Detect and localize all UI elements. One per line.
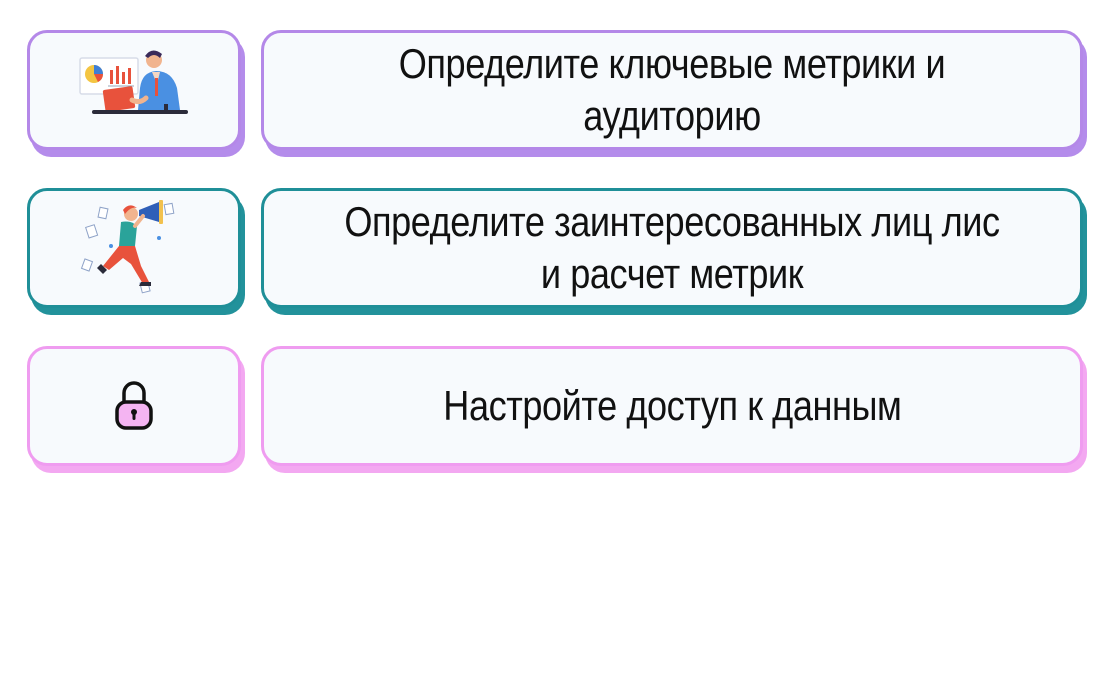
step-icon-card: [27, 346, 241, 466]
step-text-card: Определите ключевые метрики и аудиторию: [261, 30, 1083, 150]
step-text: Определите ключевые метрики и аудиторию: [398, 40, 946, 139]
step-text: Определите заинтересованных лиц лис и ра…: [344, 198, 1000, 297]
step-text-card: Настройте доступ к данным: [261, 346, 1083, 466]
person-with-megaphone-illustration-icon: [80, 200, 175, 294]
padlock-icon: [115, 381, 153, 430]
step-icon-card: [27, 30, 241, 150]
step-text-card: Определите заинтересованных лиц лис и ра…: [261, 188, 1083, 308]
step-text: Настройте доступ к данным: [442, 382, 902, 429]
analyst-with-charts-illustration-icon: [79, 50, 188, 114]
step-icon-card: [27, 188, 241, 308]
